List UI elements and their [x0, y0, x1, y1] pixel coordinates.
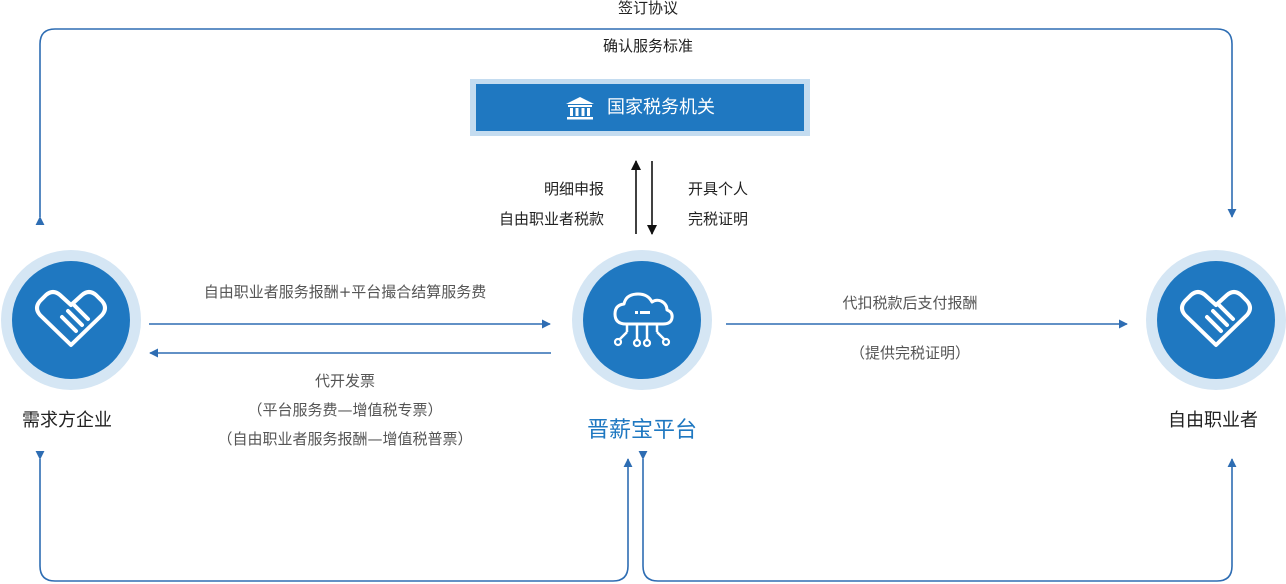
enterprise-node	[1, 250, 141, 390]
bottom-loop-right	[638, 450, 1237, 582]
tax-authority-box: 国家税务机关	[470, 79, 810, 136]
handshake-icon	[32, 289, 110, 351]
payout-note: （提供完税证明）	[849, 344, 970, 362]
enterprise-label: 需求方企业	[22, 410, 112, 431]
invoice-title: 代开发票	[314, 372, 375, 390]
payout-label: 代扣税款后支付报酬	[842, 294, 978, 312]
certificate-label-line1: 开具个人	[688, 180, 749, 198]
tax-authority-title: 国家税务机关	[607, 96, 715, 118]
payment-label: 自由职业者服务报酬+平台撮合结算服务费	[203, 283, 487, 301]
invoice-line2: （自由职业者服务报酬—增值税普票）	[217, 430, 473, 448]
bottom-loop-left	[35, 450, 633, 582]
service-standard-label: 确认服务标准	[602, 37, 693, 55]
certificate-label-line2: 完税证明	[688, 210, 749, 228]
bank-icon	[565, 96, 595, 120]
freelancer-node	[1146, 250, 1286, 390]
cloud-network-icon	[609, 290, 675, 350]
agreement-label: 签订协议	[617, 0, 678, 17]
platform-node	[572, 250, 712, 390]
handshake-icon	[1177, 289, 1255, 351]
declare-label-line1: 明细申报	[543, 180, 604, 198]
invoice-line1: （平台服务费—增值税专票）	[247, 401, 443, 419]
freelancer-label: 自由职业者	[1168, 410, 1258, 431]
agreement-loop-line	[35, 28, 1237, 226]
platform-label: 晋薪宝平台	[586, 418, 697, 443]
declare-label-line2: 自由职业者税款	[498, 210, 604, 228]
